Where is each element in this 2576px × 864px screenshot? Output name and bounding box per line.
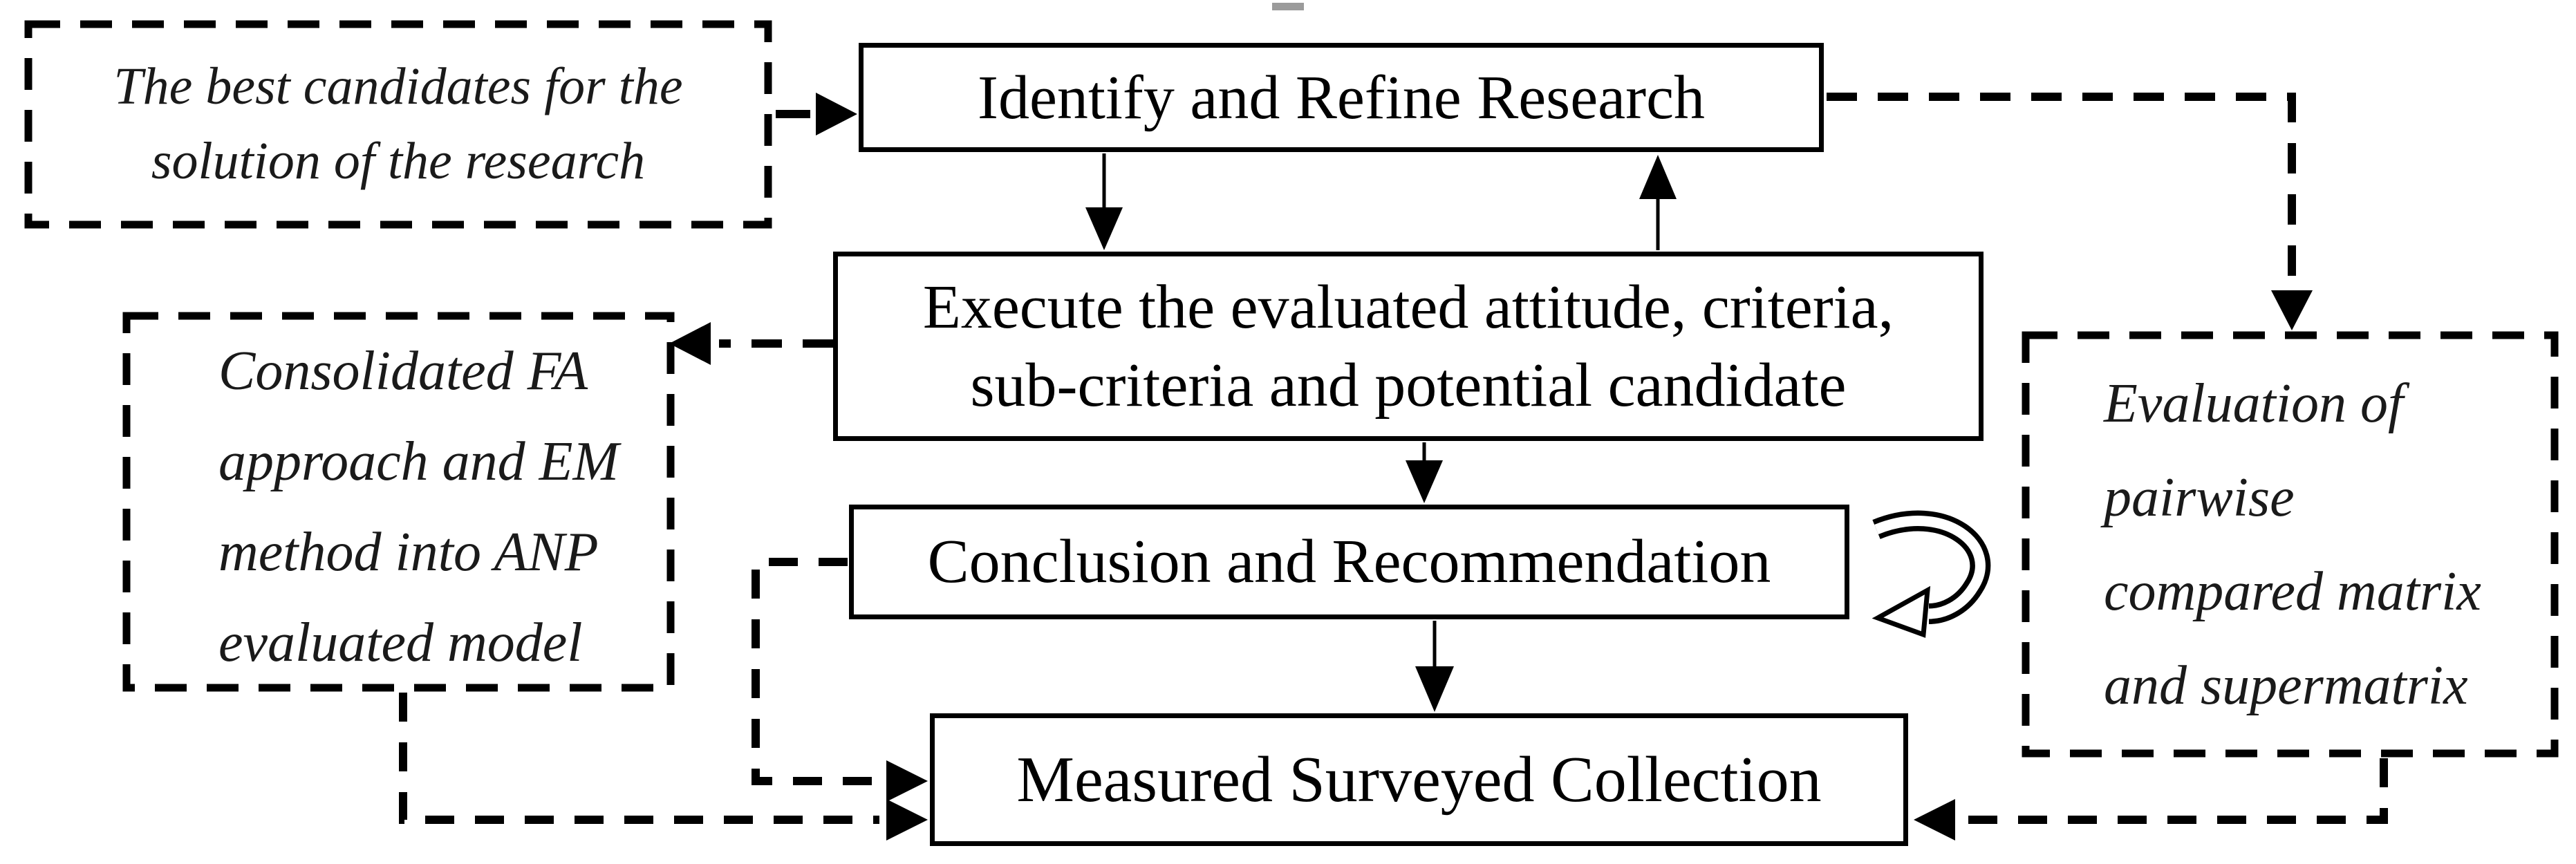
arrow-execute-to-identify: [1639, 155, 1677, 250]
best-candidates-box-outline: [24, 20, 772, 229]
arrow-identify-to-execute: [1085, 153, 1123, 250]
arrow-conclusion-loop-to-measured: [752, 558, 928, 802]
node-conclusion: Conclusion and Recommendation: [849, 505, 1849, 619]
arrow-best-candidates-to-identify: [776, 93, 857, 135]
node-consolidated-line4: evaluated model: [218, 612, 583, 674]
node-execute-line1: Execute the evaluated attitude, criteria…: [922, 272, 1894, 341]
node-best-candidates: The best candidates for the solution of …: [25, 21, 772, 228]
node-execute: Execute the evaluated attitude, criteria…: [833, 252, 1984, 441]
node-consolidated-line2: approach and EM: [218, 431, 619, 492]
node-identify-label: Identify and Refine Research: [977, 63, 1706, 132]
node-execute-line2: sub-criteria and potential candidate: [970, 351, 1847, 420]
node-measured: Measured Surveyed Collection: [930, 713, 1908, 846]
arrow-execute-to-consolidated: [669, 322, 833, 365]
node-evaluation: Evaluation of pairwise compared matrix a…: [2022, 332, 2558, 757]
node-consolidated: Consolidated FA approach and EM method i…: [123, 312, 674, 691]
scan-artifact-mark: [1272, 3, 1304, 10]
node-measured-label: Measured Surveyed Collection: [1016, 743, 1822, 816]
node-consolidated-line1: Consolidated FA: [218, 340, 588, 402]
node-best-candidates-line2: solution of the research: [151, 132, 646, 190]
arrow-execute-to-conclusion: [1406, 442, 1443, 503]
consolidated-box-outline: [122, 312, 675, 692]
node-conclusion-label: Conclusion and Recommendation: [927, 527, 1771, 597]
node-evaluation-line2: pairwise: [2104, 467, 2295, 528]
node-identify: Identify and Refine Research: [859, 43, 1824, 152]
arrow-consolidated-to-measured: [399, 693, 928, 840]
arrow-evaluation-to-measured: [1914, 758, 2388, 840]
curved-loop-arrow-icon: [1872, 510, 1991, 638]
node-evaluation-line1: Evaluation of: [2104, 373, 2404, 434]
node-best-candidates-line1: The best candidates for the: [113, 57, 683, 116]
node-evaluation-line3: compared matrix: [2104, 561, 2481, 622]
node-evaluation-line4: and supermatrix: [2104, 655, 2468, 716]
arrow-conclusion-to-measured: [1415, 621, 1454, 712]
node-consolidated-line3: method into ANP: [218, 522, 599, 583]
arrow-identify-to-evaluation: [1827, 93, 2313, 330]
evaluation-box-outline: [2022, 331, 2559, 758]
